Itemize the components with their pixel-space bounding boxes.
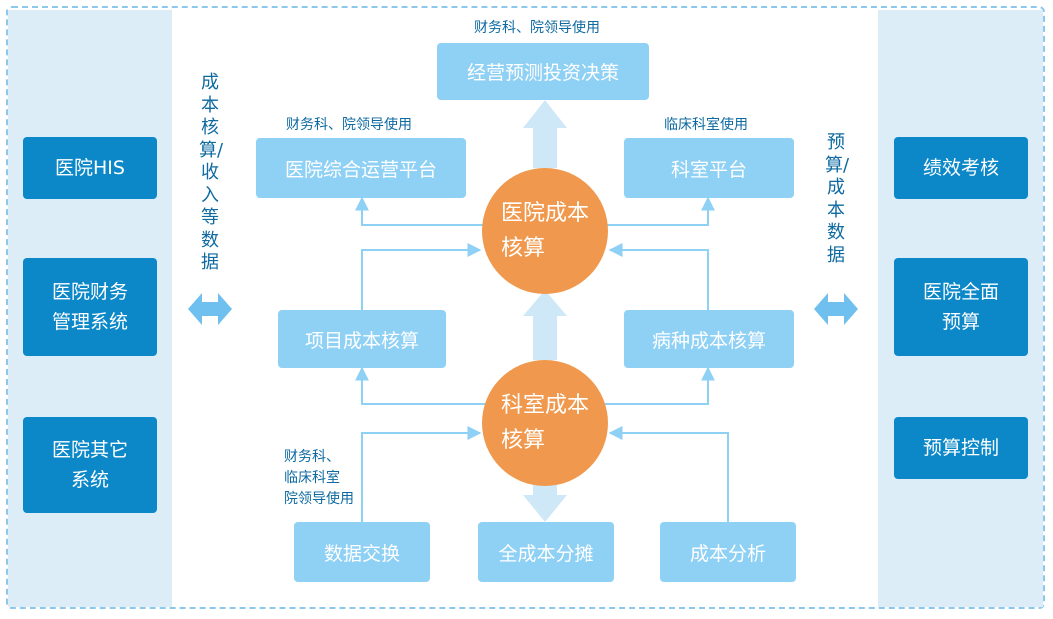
- node-project-cost[interactable]: 项目成本核算: [278, 310, 446, 368]
- system-label: 预算控制: [922, 437, 999, 459]
- flow-arrow-dept-to-hospital: [523, 290, 567, 360]
- circle-hospital-cost[interactable]: 医院成本核算: [482, 168, 608, 294]
- exchange-users-label: 财务科、临床科室院领导使用: [284, 449, 354, 507]
- right-exchange-arrow: [814, 293, 858, 325]
- circle-label: 医院成本核算: [500, 201, 589, 261]
- connector-hospital-to-platform: [355, 196, 488, 226]
- system-performance[interactable]: 绩效考核: [894, 137, 1028, 199]
- platform-users-label: 财务科、院领导使用: [286, 117, 412, 133]
- system-full-budget[interactable]: 医院全面预算: [894, 258, 1028, 356]
- system-label: 绩效考核: [922, 157, 999, 179]
- connector-hospital-to-dept-platform: [604, 196, 715, 226]
- node-hospital-platform[interactable]: 医院综合运营平台: [256, 138, 466, 198]
- node-decision[interactable]: 经营预测投资决策: [437, 43, 649, 100]
- node-full-allocation[interactable]: 全成本分摊: [478, 522, 614, 582]
- circle-label: 科室成本核算: [500, 393, 589, 453]
- dept-platform-users-label: 临床科室使用: [664, 117, 748, 133]
- connector-dept-to-project: [355, 366, 488, 405]
- connector-exchange-to-dept: [361, 426, 482, 522]
- system-hospital-other[interactable]: 医院其它系统: [23, 417, 157, 513]
- system-label: 医院其它系统: [51, 439, 128, 491]
- system-budget-control[interactable]: 预算控制: [894, 417, 1028, 479]
- right-data-caption: 预算/成本数据: [825, 132, 850, 266]
- decision-users-label: 财务科、院领导使用: [474, 20, 600, 36]
- circle-dept-cost[interactable]: 科室成本核算: [482, 360, 608, 486]
- node-data-exchange[interactable]: 数据交换: [294, 522, 430, 582]
- system-hospital-finance[interactable]: 医院财务管理系统: [23, 258, 157, 356]
- connector-disease-to-hospital: [608, 243, 709, 310]
- system-hospital-his[interactable]: 医院HIS: [23, 137, 157, 199]
- left-exchange-arrow: [188, 293, 232, 325]
- connector-dept-to-disease: [604, 366, 715, 405]
- system-label: 医院全面预算: [922, 281, 999, 333]
- system-label: 医院财务管理系统: [51, 281, 128, 333]
- connector-analysis-to-dept: [608, 426, 729, 522]
- left-data-caption: 成本核算/收入等数据: [199, 72, 224, 273]
- node-dept-platform[interactable]: 科室平台: [624, 138, 794, 198]
- system-label: 医院HIS: [55, 157, 125, 179]
- connector-project-to-hospital: [361, 243, 482, 310]
- node-cost-analysis[interactable]: 成本分析: [660, 522, 796, 582]
- flow-arrow-to-decision: [523, 100, 567, 168]
- node-disease-cost[interactable]: 病种成本核算: [624, 310, 794, 368]
- diagram-frame: [6, 6, 1045, 609]
